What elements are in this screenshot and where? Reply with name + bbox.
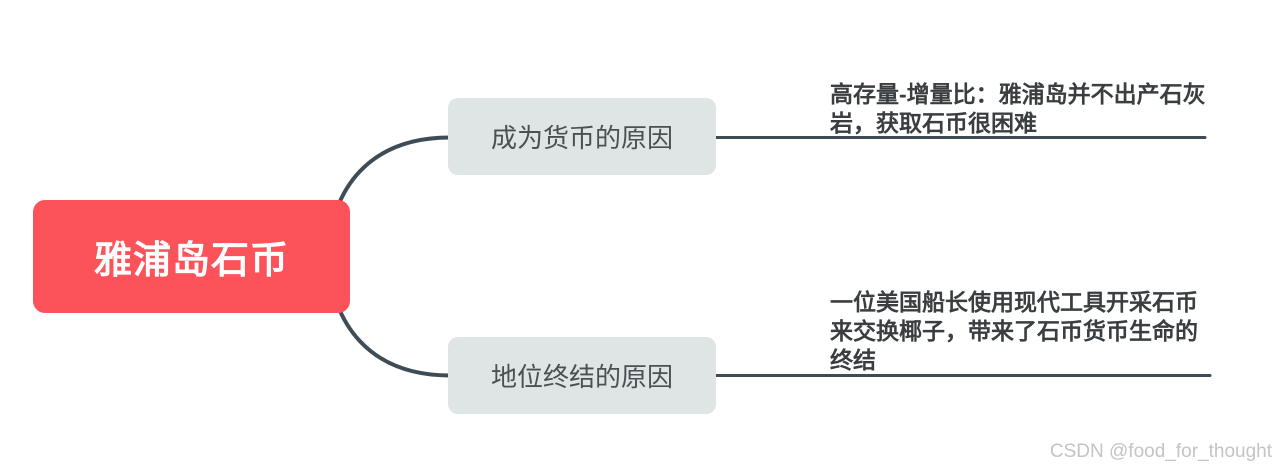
leaf-note-currency-reason[interactable]: 高存量-增量比：雅浦岛并不出产石灰岩，获取石币很困难 xyxy=(830,81,1206,136)
root-node[interactable]: 雅浦岛石币 xyxy=(33,200,350,313)
branch-node-end-reason[interactable]: 地位终结的原因 xyxy=(448,337,716,414)
root-node-label: 雅浦岛石币 xyxy=(93,240,289,282)
branch-node-label: 成为货币的原因 xyxy=(490,123,673,153)
leaf-note-end-reason[interactable]: 一位美国船长使用现代工具开采石币来交换椰子，带来了石币货币生命的终结 xyxy=(830,289,1198,373)
branch-node-label: 地位终结的原因 xyxy=(490,362,673,392)
branch-node-currency-reason[interactable]: 成为货币的原因 xyxy=(448,98,716,175)
watermark: CSDN @food_for_thought xyxy=(1049,441,1272,462)
